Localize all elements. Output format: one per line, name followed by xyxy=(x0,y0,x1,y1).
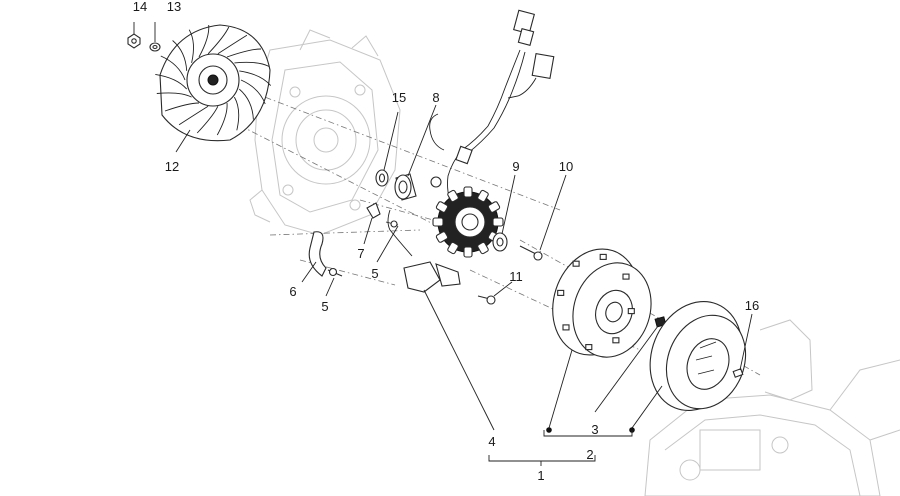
stator-part xyxy=(432,186,504,258)
stator-tooth xyxy=(463,186,473,198)
rotor-window xyxy=(557,289,565,296)
fan-blade xyxy=(178,105,209,126)
rotor-window xyxy=(622,273,630,280)
pin-16-part xyxy=(732,368,744,378)
callout-8: 8 xyxy=(432,90,439,105)
flywheel-rotor-part xyxy=(552,248,652,358)
callout-6: 6 xyxy=(289,284,296,299)
callout-15: 15 xyxy=(392,90,406,105)
washer-13-part xyxy=(149,42,161,52)
rotor-window xyxy=(627,308,635,315)
callout-9: 9 xyxy=(512,159,519,174)
fan-blade xyxy=(207,26,230,55)
stator-tooth xyxy=(435,231,449,243)
fan-blade xyxy=(172,40,188,71)
bushing-8-part xyxy=(394,173,417,201)
callout-7: 7 xyxy=(357,246,364,261)
rotor-window xyxy=(599,253,607,260)
callout-labels: 14 13 12 15 8 9 10 7 5 11 6 5 16 3 4 2 1 xyxy=(133,0,759,483)
rotor-window xyxy=(585,344,593,351)
rotor-window xyxy=(572,260,580,267)
engine-case-ghost xyxy=(249,29,401,236)
fan-blade xyxy=(217,34,248,55)
callout-12: 12 xyxy=(165,159,179,174)
rotor-window xyxy=(562,324,570,331)
callout-11: 11 xyxy=(509,269,523,284)
callout-16: 16 xyxy=(745,298,759,313)
leader-lines xyxy=(133,22,753,466)
callout-4: 4 xyxy=(488,434,495,449)
bracket-6-part xyxy=(308,231,327,277)
callout-13: 13 xyxy=(167,0,181,14)
stator-tooth xyxy=(492,217,504,227)
callout-5a: 5 xyxy=(371,266,378,281)
stator-tooth xyxy=(487,201,501,213)
fan-blade xyxy=(234,96,240,131)
stator-tooth xyxy=(447,189,459,203)
cooling-fan-part xyxy=(155,24,272,142)
fan-blade xyxy=(160,55,186,81)
fan-blade xyxy=(164,102,200,112)
stator-tooth xyxy=(435,201,449,213)
starter-gear-part xyxy=(649,300,747,412)
fan-blade xyxy=(239,88,254,120)
fan-blade xyxy=(216,102,228,136)
fan-blade xyxy=(198,24,210,58)
pickup-sensor-4-part xyxy=(387,209,461,293)
fan-blade xyxy=(188,29,194,64)
bolt-11-part xyxy=(477,295,496,305)
callout-3: 3 xyxy=(591,422,598,437)
callout-1: 1 xyxy=(537,468,544,483)
bolt-10-part xyxy=(519,245,543,261)
fan-blade xyxy=(240,79,266,105)
callout-10: 10 xyxy=(559,159,573,174)
fan-blade xyxy=(156,92,192,98)
seal-ring-15-part xyxy=(375,169,389,187)
clip-7-part xyxy=(366,202,399,228)
stator-tooth xyxy=(463,246,473,258)
stator-tooth xyxy=(447,241,459,255)
nut-14-part xyxy=(127,33,141,49)
stator-tooth xyxy=(477,241,489,255)
wiring-harness-part xyxy=(429,9,555,207)
callout-14: 14 xyxy=(133,0,147,14)
screw-5-part xyxy=(327,267,343,277)
rotor-window xyxy=(612,337,620,344)
stator-tooth xyxy=(477,189,489,203)
callout-5b: 5 xyxy=(321,299,328,314)
fan-blade xyxy=(234,61,270,67)
fan-blade xyxy=(155,73,188,90)
fan-blade xyxy=(196,106,219,134)
fan-blade xyxy=(226,48,262,58)
fan-blade xyxy=(239,70,272,86)
stator-tooth xyxy=(432,217,444,227)
washer-9-part xyxy=(492,232,508,252)
callout-2: 2 xyxy=(586,447,593,462)
